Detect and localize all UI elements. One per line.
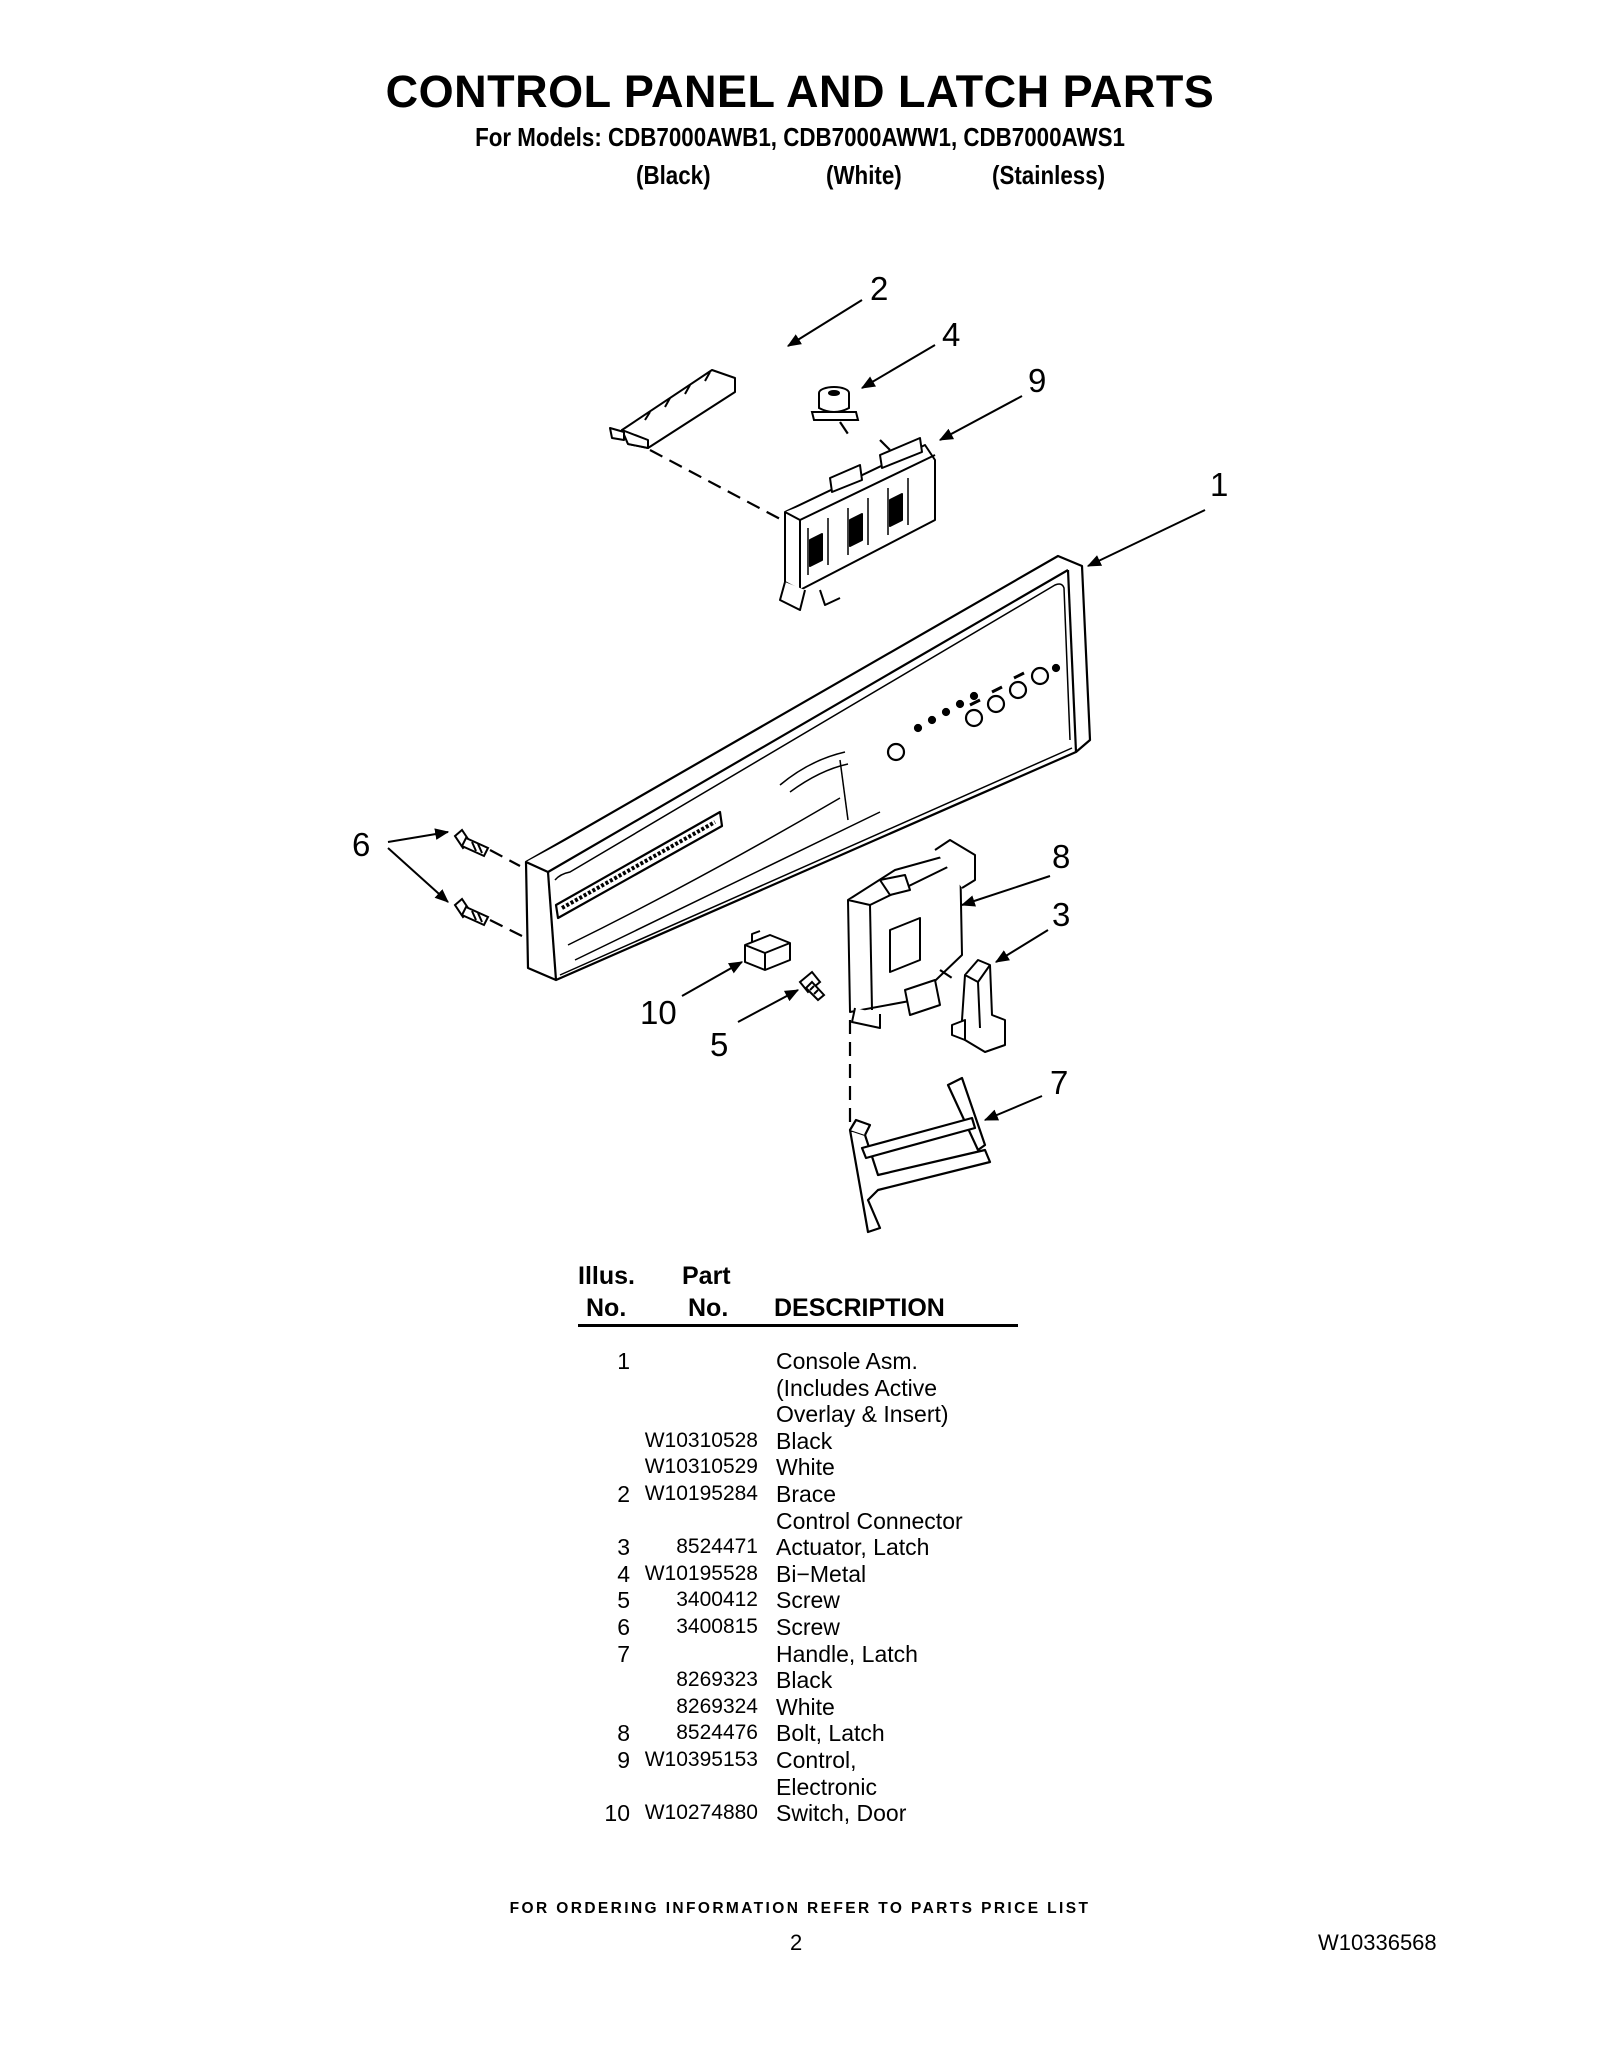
page-number: 2 xyxy=(790,1930,803,1955)
callout-4: 4 xyxy=(942,316,960,353)
description: Actuator, Latch xyxy=(776,1534,930,1561)
description: Handle, Latch xyxy=(776,1640,918,1667)
bi-metal-part xyxy=(810,386,860,421)
part-no: W10195528 xyxy=(644,1561,758,1585)
description: White xyxy=(776,1693,835,1720)
color-label-black: (Black) xyxy=(636,160,711,190)
table-row: 5 3400412 Screw xyxy=(578,1587,1018,1614)
description: Console Asm. xyxy=(776,1348,918,1374)
part-no: 3400412 xyxy=(676,1588,758,1612)
illus-no: 6 xyxy=(617,1613,630,1640)
callout-9: 9 xyxy=(1028,362,1046,399)
callout-7: 7 xyxy=(1050,1064,1068,1101)
part-no: 8269323 xyxy=(676,1668,758,1692)
table-row: 7 Handle, Latch xyxy=(578,1641,1018,1668)
part-no: W10195284 xyxy=(644,1481,758,1505)
description: White xyxy=(776,1454,835,1481)
description: Control, xyxy=(776,1746,857,1773)
latch-handle-part xyxy=(848,1076,992,1234)
illus-no: 8 xyxy=(617,1720,630,1747)
document-number: W10336568 xyxy=(1318,1930,1437,1955)
table-row: W10310528 Black xyxy=(578,1428,1018,1455)
description: Switch, Door xyxy=(776,1800,907,1827)
page-title: CONTROL PANEL AND LATCH PARTS xyxy=(385,66,1215,117)
part-no: 8269324 xyxy=(676,1694,758,1718)
table-row: (Includes Active xyxy=(578,1375,1018,1402)
illus-no: 1 xyxy=(617,1348,630,1374)
exploded-parts-diagram: 2 4 9 1 6 8 3 10 5 7 xyxy=(352,270,1228,1234)
electronic-control-part xyxy=(779,437,936,611)
table-row: Overlay & Insert) xyxy=(578,1401,1018,1428)
screw-part-5 xyxy=(798,970,826,1002)
table-row: 9 W10395153 Control, xyxy=(578,1747,1018,1774)
description: Screw xyxy=(776,1613,840,1640)
description: Electronic xyxy=(776,1773,877,1800)
col-header-part-line2: No. xyxy=(688,1294,729,1322)
description: Black xyxy=(776,1667,833,1694)
assembly-guide-lines xyxy=(489,421,956,1125)
callout-5: 5 xyxy=(710,1026,728,1063)
illus-no: 5 xyxy=(617,1587,630,1614)
table-row: 8269323 Black xyxy=(578,1667,1018,1694)
color-label-white: (White) xyxy=(826,160,902,190)
part-no: 8524476 xyxy=(676,1721,758,1745)
table-row: 2 W10195284 Brace xyxy=(578,1481,1018,1508)
description: Brace xyxy=(776,1480,837,1507)
table-row: Electronic xyxy=(578,1774,1018,1801)
part-no: W10395153 xyxy=(644,1747,758,1771)
description: Bolt, Latch xyxy=(776,1720,885,1747)
callout-10: 10 xyxy=(640,994,677,1031)
parts-table-body: 1 Console Asm. (Includes Active Overlay &… xyxy=(578,1348,1018,1827)
illus-no: 4 xyxy=(617,1560,630,1587)
table-row: Control Connector xyxy=(578,1508,1018,1535)
table-row: 3 8524471 Actuator, Latch xyxy=(578,1534,1018,1561)
callout-6: 6 xyxy=(352,826,370,863)
part-no: 8524471 xyxy=(676,1535,758,1559)
col-header-illus-line2: No. xyxy=(586,1294,627,1322)
brace-control-connector-part xyxy=(609,369,736,449)
table-row: 10 W10274880 Switch, Door xyxy=(578,1800,1018,1827)
table-row: 8 8524476 Bolt, Latch xyxy=(578,1720,1018,1747)
illus-no: 10 xyxy=(604,1800,630,1827)
latch-actuator-part xyxy=(951,959,1006,1053)
callout-arrows xyxy=(387,299,1206,1121)
col-header-part-line1: Part xyxy=(682,1262,731,1290)
table-row: 4 W10195528 Bi−Metal xyxy=(578,1561,1018,1588)
door-switch-part xyxy=(744,930,791,971)
part-no: 3400815 xyxy=(676,1614,758,1638)
description: Black xyxy=(776,1427,833,1454)
console-assembly-part xyxy=(524,554,1092,982)
latch-bolt-part xyxy=(847,839,976,1029)
part-no: W10274880 xyxy=(644,1801,758,1825)
model-list: For Models: CDB7000AWB1, CDB7000AWW1, CD… xyxy=(475,122,1125,152)
part-no: W10310529 xyxy=(644,1455,758,1479)
table-header-rule xyxy=(578,1324,1018,1327)
illus-no: 2 xyxy=(617,1480,630,1507)
callout-2: 2 xyxy=(870,270,888,307)
description: Overlay & Insert) xyxy=(776,1401,949,1428)
illus-no: 9 xyxy=(617,1746,630,1773)
callout-8: 8 xyxy=(1052,838,1070,875)
description: Screw xyxy=(776,1587,840,1614)
description: (Includes Active xyxy=(776,1374,938,1401)
description: Bi−Metal xyxy=(776,1560,867,1587)
screw-part-6 xyxy=(453,828,490,927)
part-no: W10310528 xyxy=(644,1428,758,1452)
col-header-description: DESCRIPTION xyxy=(774,1294,945,1322)
table-row: W10310529 White xyxy=(578,1454,1018,1481)
callout-1: 1 xyxy=(1210,466,1228,503)
color-label-stainless: (Stainless) xyxy=(992,160,1106,190)
table-row: 6 3400815 Screw xyxy=(578,1614,1018,1641)
ordering-note: FOR ORDERING INFORMATION REFER TO PARTS … xyxy=(509,1900,1091,1917)
callout-3: 3 xyxy=(1052,896,1070,933)
col-header-illus-line1: Illus. xyxy=(578,1262,635,1290)
table-row: 1 Console Asm. xyxy=(578,1348,1018,1375)
illus-no: 7 xyxy=(617,1640,630,1667)
table-row: 8269324 White xyxy=(578,1694,1018,1721)
description: Control Connector xyxy=(776,1507,963,1534)
illus-no: 3 xyxy=(617,1534,630,1561)
